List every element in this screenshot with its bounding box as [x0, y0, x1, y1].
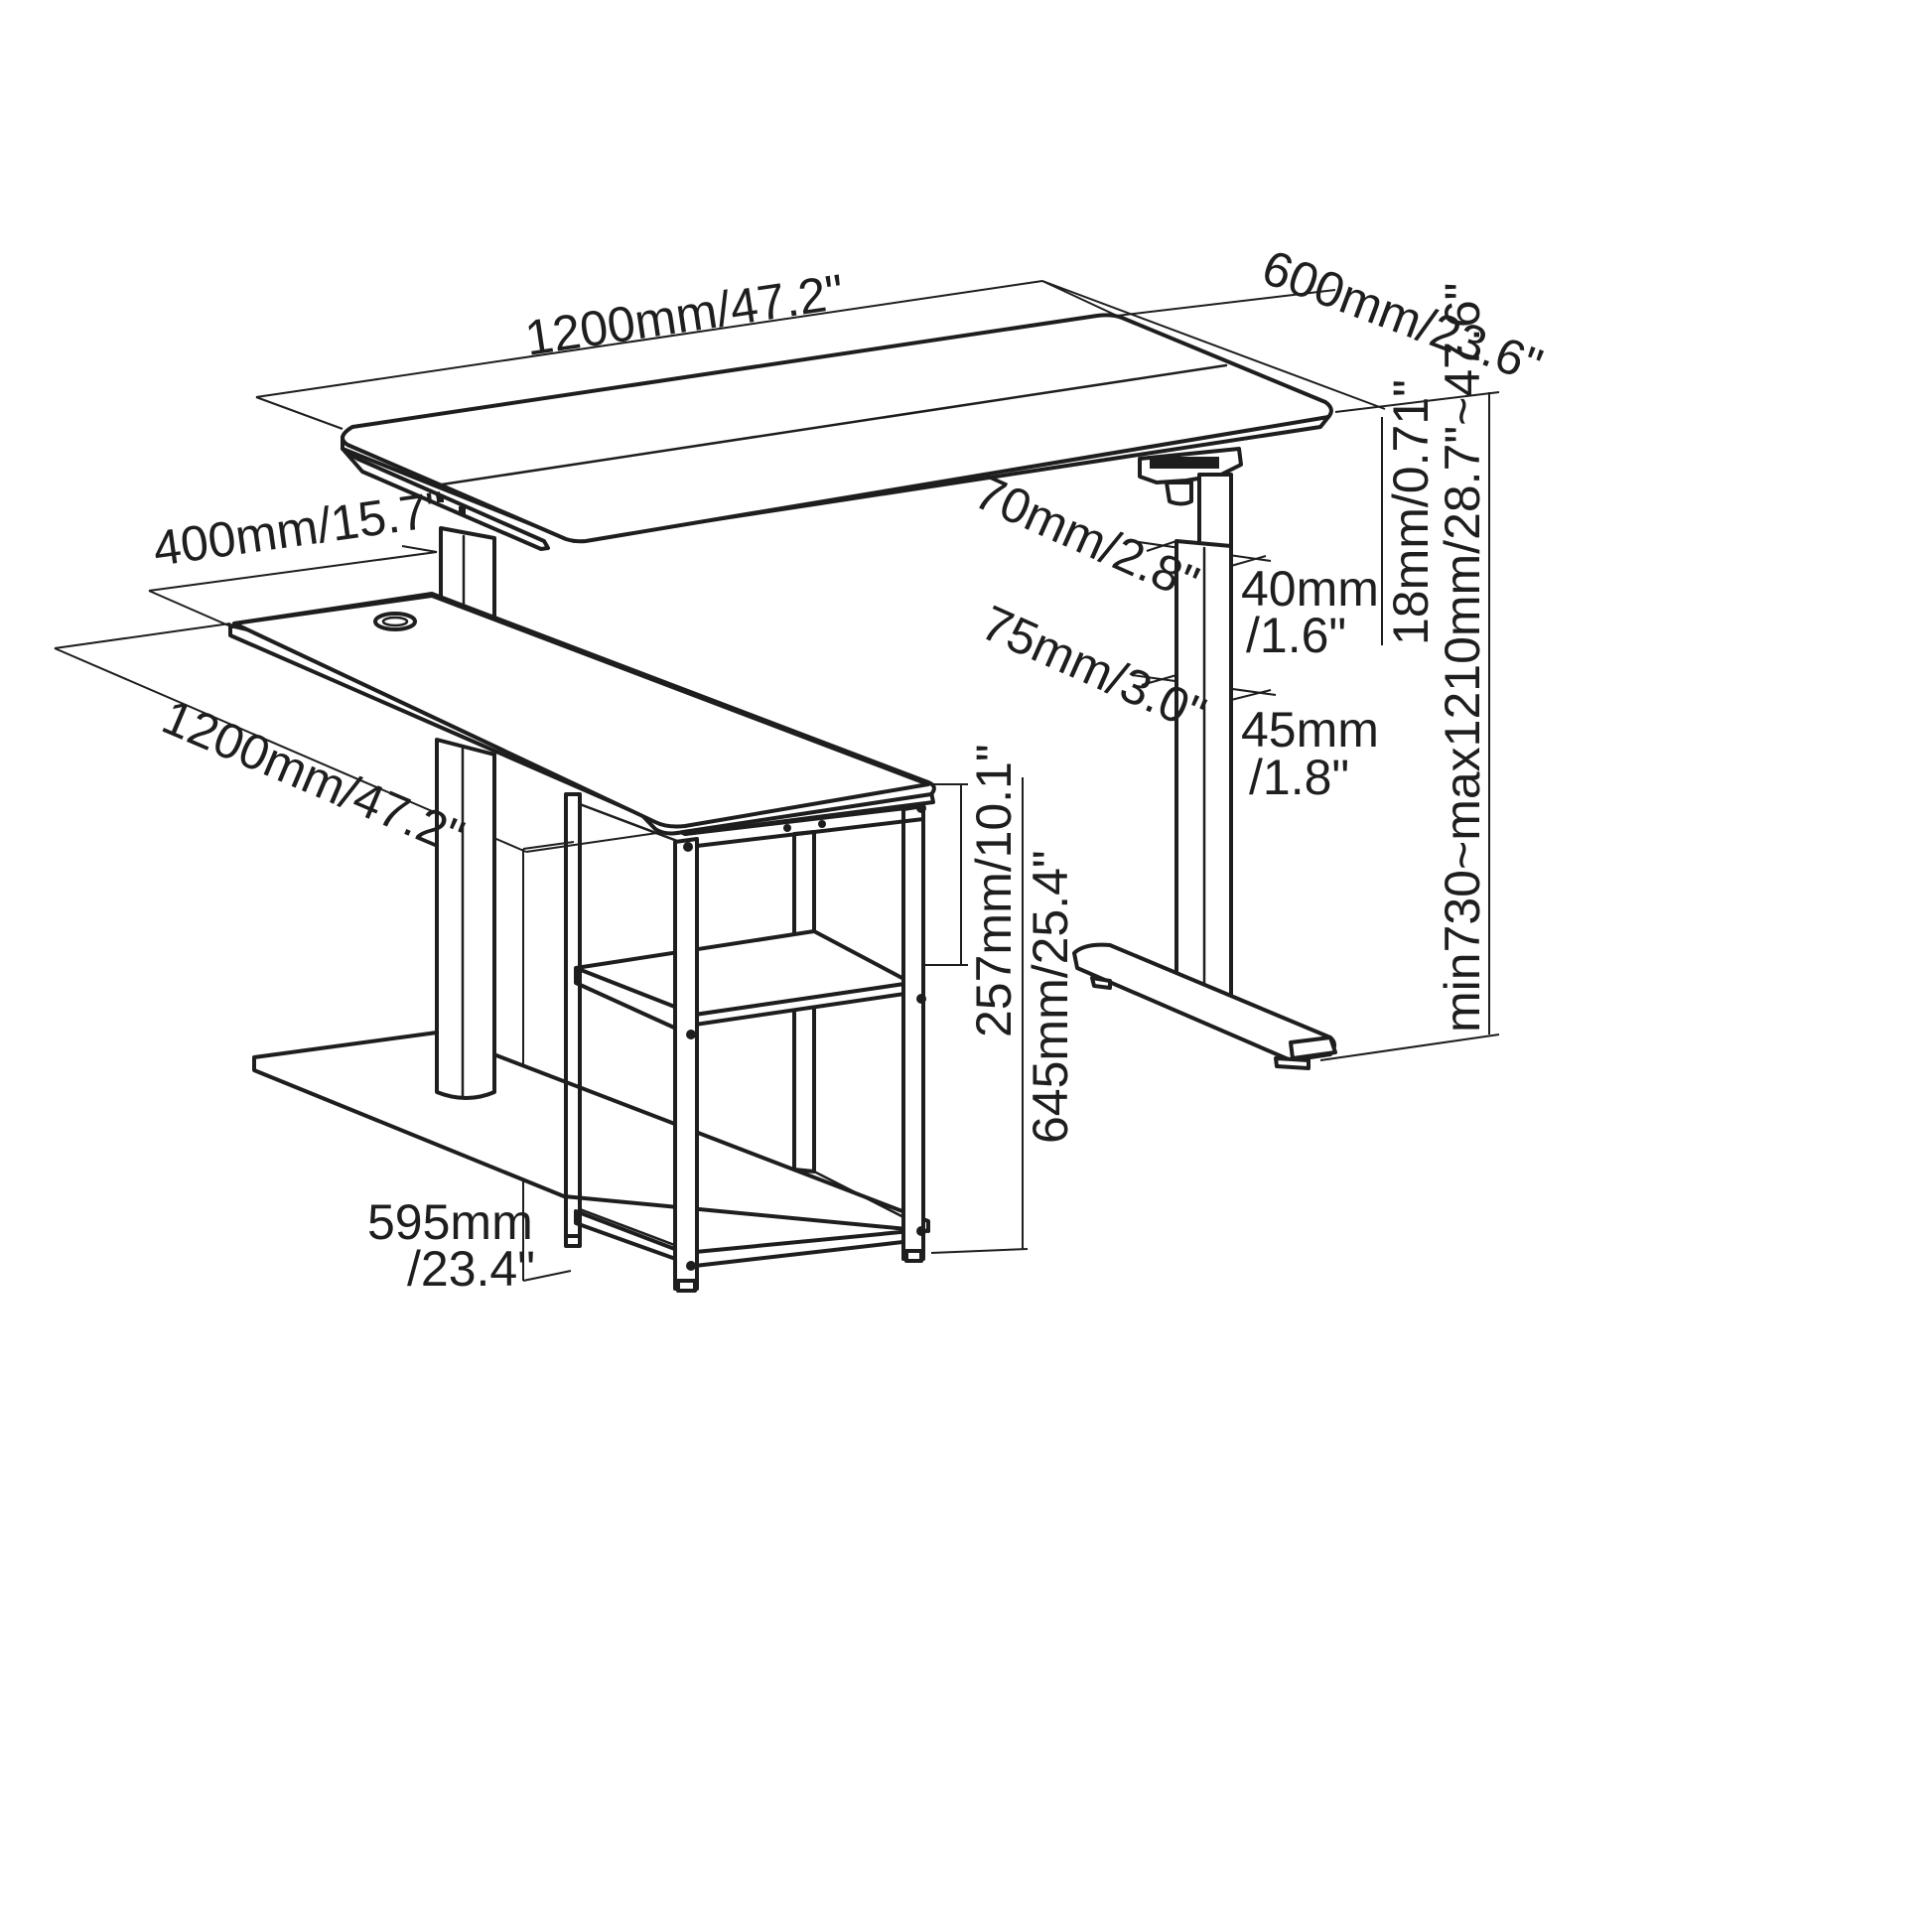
label-cabinet-width-a: 595mm: [367, 1194, 533, 1250]
label-cabinet-width-b: /23.4": [407, 1241, 535, 1297]
label-shelf-gap: 257mm/10.1": [966, 744, 1022, 1037]
label-top-depth: 600mm/23.6": [1255, 239, 1550, 394]
label-lower-leg-width-b: /1.8": [1249, 750, 1349, 805]
cabinet-post: [673, 837, 699, 1291]
foot-pad: [1274, 1056, 1311, 1070]
cable-grommet: [373, 612, 417, 631]
shelf-cabinet: [564, 792, 926, 1293]
bolt-icon: [916, 994, 926, 1004]
label-return-depth: 400mm/15.7": [150, 481, 449, 577]
cabinet-post: [901, 804, 925, 1261]
bolt-icon: [683, 842, 693, 852]
left-base-plate: [252, 1031, 930, 1233]
desktop-seam: [440, 363, 1228, 486]
label-top-width: 1200mm/47.2": [521, 264, 847, 366]
bolt-icon: [818, 820, 826, 828]
label-upper-leg-width-a: 40mm: [1241, 561, 1379, 617]
bolt-icon: [916, 803, 926, 813]
bolt-icon: [916, 1226, 926, 1236]
label-height-range: min730~max1210mm/28.7"~47.6": [1435, 283, 1490, 1033]
bolt-icon: [686, 1261, 696, 1271]
right-leg-assembly: [1072, 473, 1337, 1070]
right-leg-upper: [1197, 473, 1233, 548]
label-thickness: 18mm/0.71": [1383, 379, 1439, 645]
main-desktop: [341, 313, 1333, 551]
control-buttons: [1150, 457, 1219, 469]
bolt-icon: [437, 494, 444, 502]
left-leg-lower: [435, 738, 496, 1100]
bolt-icon: [686, 1030, 696, 1039]
bolt-icon: [783, 824, 791, 832]
bracket: [1165, 481, 1193, 506]
return-desktop: [228, 592, 936, 836]
label-cabinet-height: 645mm/25.4": [1023, 850, 1078, 1144]
bolt-icon: [459, 506, 466, 514]
label-upper-leg-width-b: /1.6": [1246, 608, 1346, 663]
lower-left-leg: [252, 738, 930, 1233]
label-lower-leg-width-a: 45mm: [1241, 702, 1379, 758]
left-bracket: [341, 447, 550, 551]
foot-pad: [1090, 976, 1112, 990]
return-top: [232, 594, 930, 829]
desktop-surface: [341, 313, 1333, 544]
